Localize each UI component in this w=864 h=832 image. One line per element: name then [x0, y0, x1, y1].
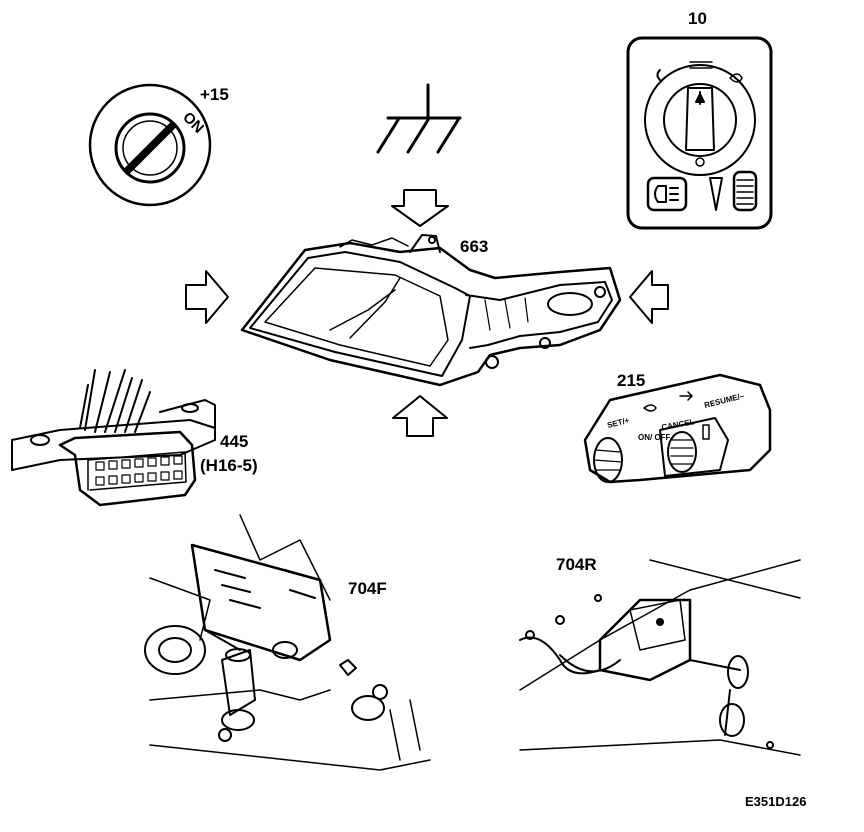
cruise-switch-label: 215	[617, 371, 646, 390]
arrow-left-icon	[629, 270, 669, 324]
set-text: SET/+	[606, 416, 630, 430]
rear-level-sensor	[519, 559, 801, 756]
dimmer-wheel	[732, 170, 758, 212]
light-switch	[626, 36, 773, 230]
ignition-label: +15	[200, 85, 229, 104]
cruise-control-switch: SET/+ ON/ OFF CANCEL RESUME/–	[583, 373, 772, 484]
diagnostic-connector-number: 445	[220, 432, 249, 451]
diagnostic-connector-code: (H16-5)	[200, 456, 258, 475]
arrow-up-icon	[392, 395, 448, 437]
headlamp-label: 663	[460, 237, 489, 256]
resume-text: RESUME/–	[703, 391, 745, 410]
diagnostic-connector	[11, 369, 216, 507]
parking-light-icon	[656, 69, 661, 81]
front-level-sensor	[144, 514, 431, 771]
dimmer-indicator-icon	[709, 177, 723, 211]
figure-code: E351D126	[745, 794, 807, 809]
headlight-icon	[643, 404, 657, 412]
side-light-icon	[689, 61, 713, 69]
ignition-on-text: ON	[179, 109, 207, 137]
arrow-right-icon	[185, 270, 229, 324]
light-switch-label: 10	[688, 9, 707, 28]
ground-icon	[376, 83, 462, 154]
distance-icon	[679, 391, 693, 401]
rear-sensor-label: 704R	[556, 555, 597, 574]
headlamp	[240, 234, 622, 387]
ignition-switch: ON	[88, 83, 212, 207]
on-off-text: ON/ OFF	[638, 433, 671, 442]
cancel-text: CANCEL	[661, 417, 696, 432]
dimmer-icon	[695, 157, 705, 167]
fog-light-icon	[729, 73, 743, 83]
key-slot-icon	[123, 121, 177, 175]
front-sensor-label: 704F	[348, 579, 387, 598]
arrow-down-icon	[391, 189, 449, 227]
fog-lamp-button	[646, 176, 688, 212]
